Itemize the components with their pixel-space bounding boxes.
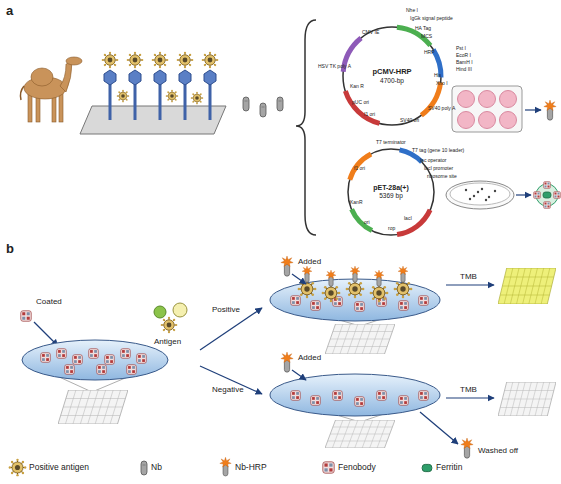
plasmid-feature — [343, 90, 380, 125]
plasmid-feature — [397, 25, 433, 47]
step-label: Antigen — [154, 338, 181, 346]
fenobody-cage — [534, 182, 561, 209]
panel-letter: b — [6, 242, 14, 255]
plasmid-name: pCMV-HRP — [372, 68, 411, 77]
plasmid-feature: ori — [364, 220, 370, 225]
arrow — [200, 366, 262, 394]
arrow — [292, 274, 306, 284]
plasmid-feature: rop — [388, 226, 395, 231]
arrow — [446, 397, 494, 398]
camel — [20, 57, 82, 122]
antibody-tray — [80, 52, 226, 134]
plasmid-feature: ribosome site — [427, 174, 457, 179]
restriction-site: BamH I — [456, 60, 473, 65]
plasmid-feature: T7 tag (gene 10 leader) — [412, 148, 464, 153]
restriction-site: Hind III — [456, 67, 472, 72]
six-well-plate — [452, 86, 522, 132]
arrow — [516, 194, 531, 195]
plasmid-feature — [349, 208, 373, 233]
legend-icons — [9, 457, 432, 476]
plasmid-feature: f1 ori — [364, 112, 375, 117]
legend-text: Ferritin — [436, 463, 462, 472]
plasmid-feature: His — [434, 73, 441, 78]
step-label: TMB — [460, 273, 477, 281]
petri-dish — [446, 181, 514, 209]
plasmid-feature: f1 ori — [354, 166, 365, 171]
antigen-mix — [154, 303, 187, 333]
fenobody-icon — [21, 311, 32, 322]
nb-hrp-icon — [281, 352, 293, 372]
plasmid-feature: SV40 poly A — [428, 106, 455, 111]
nb-hrp-icon — [544, 100, 556, 120]
plasmid-text: pCMV-HRP4700-bp — [340, 24, 444, 128]
plasmid-feature: Xho I — [436, 81, 448, 86]
coated-well — [22, 340, 168, 424]
negative-well — [270, 374, 440, 448]
nanobodies — [243, 97, 283, 117]
plasmid-feature: T7 terminator — [376, 140, 406, 145]
plasmid-feature: HSV TK poly A — [318, 64, 351, 69]
step-label: Negative — [212, 386, 244, 394]
restriction-site: EcoR I — [456, 53, 471, 58]
plasmid-size: 5369 bp — [379, 192, 403, 199]
plasmid-feature: lacI promoter — [424, 166, 453, 171]
plasmid-feature — [347, 152, 372, 181]
plasmid-feature: Nhe I — [406, 8, 418, 13]
plasmid-feature: HA Tag — [415, 26, 431, 31]
white-plate — [498, 382, 556, 416]
plasmid-feature: IgGk signal peptide — [410, 16, 453, 21]
legend-text: Nb-HRP — [235, 463, 267, 472]
yellow-plate — [498, 268, 556, 304]
plasmid-size: 4700-bp — [380, 77, 404, 84]
restriction-site: Pst I — [456, 46, 466, 51]
step-label: TMB — [460, 386, 477, 394]
arrow — [525, 109, 541, 110]
plasmid-feature: KanR — [350, 200, 363, 205]
step-label: Washed off — [478, 447, 518, 455]
plasmid-map: pCMV-HRP4700-bp — [340, 24, 444, 128]
nb-hrp-icon — [461, 438, 473, 458]
brace — [296, 20, 316, 235]
legend-text: Nb — [151, 463, 162, 472]
plasmid-name: pET-28a(+) — [373, 184, 409, 192]
plasmid-feature — [420, 82, 443, 117]
arrow — [420, 412, 458, 444]
legend-text: Fenobody — [338, 463, 376, 472]
plasmid-feature: HRP — [424, 50, 435, 55]
step-label: Added — [298, 354, 321, 362]
step-label: Positive — [212, 306, 240, 314]
plasmid-feature: CMV IE — [362, 30, 379, 35]
plasmid-feature — [397, 209, 433, 237]
arrow — [200, 308, 262, 350]
plasmid-feature: lac operator — [420, 158, 446, 163]
plasmid-feature: pUC ori — [352, 100, 369, 105]
plasmid-feature: SV40 ori — [400, 118, 419, 123]
plasmid-feature: lacI — [404, 216, 412, 221]
arrow — [292, 370, 306, 380]
arrow — [446, 284, 494, 285]
plasmid-feature: MCS — [421, 34, 432, 39]
nb-hrp-icon — [281, 256, 293, 276]
legend-text: Positive antigen — [29, 463, 89, 472]
plasmid-feature: Kan R — [350, 84, 364, 89]
arrow — [34, 322, 58, 346]
step-label: Added — [298, 258, 321, 266]
positive-well — [270, 266, 440, 354]
panel-letter: a — [6, 4, 13, 17]
plasmid-outline — [340, 24, 444, 128]
step-label: Coated — [36, 298, 62, 306]
